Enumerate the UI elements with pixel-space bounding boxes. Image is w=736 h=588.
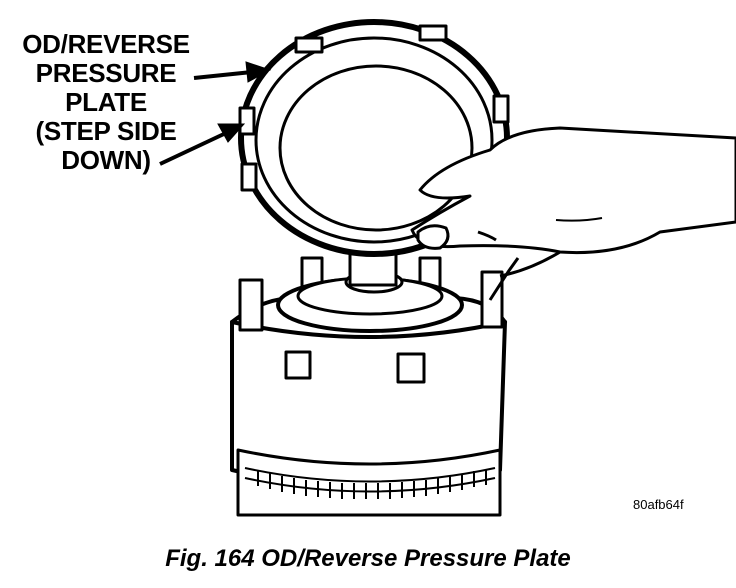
figure-caption: Fig. 164 OD/Reverse Pressure Plate <box>165 545 571 572</box>
callout-line: PLATE <box>65 87 147 117</box>
callout-line: OD/REVERSE <box>22 29 190 59</box>
callout-line: (STEP SIDE <box>35 116 177 146</box>
callout-line: PRESSURE <box>35 58 177 88</box>
callout-label: OD/REVERSE PRESSURE PLATE (STEP SIDE DOW… <box>6 30 206 175</box>
reference-code: 80afb64f <box>633 497 684 512</box>
callout-line: DOWN) <box>61 145 151 175</box>
hand <box>410 126 736 278</box>
callout-arrows <box>159 61 272 166</box>
transmission-housing <box>230 256 520 517</box>
